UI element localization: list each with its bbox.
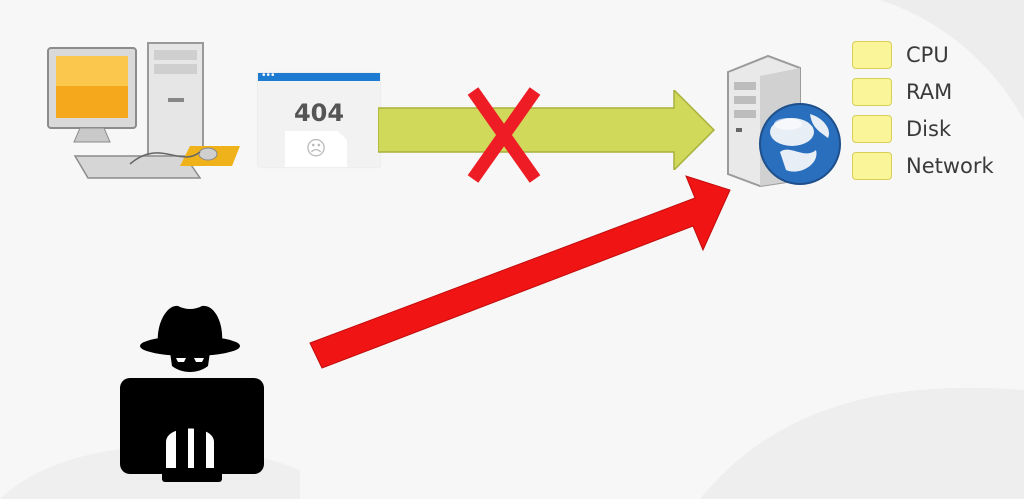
resource-box: [852, 115, 892, 143]
legitimate-request-arrow: [378, 90, 716, 170]
hacker-icon: [120, 305, 264, 482]
window-dots-icon: •••: [262, 70, 276, 81]
resource-item-disk: Disk: [852, 115, 951, 143]
desktop-computer-icon: [47, 42, 240, 179]
attack-traffic-arrow: [309, 175, 731, 369]
resource-item-ram: RAM: [852, 78, 952, 106]
resource-label: CPU: [906, 43, 949, 67]
resource-box: [852, 152, 892, 180]
web-server-icon: [727, 54, 841, 187]
resource-label: Disk: [906, 117, 952, 141]
cross-mark-icon: [467, 87, 541, 183]
error-document-icon: ☹: [285, 131, 347, 167]
error-page-window: ••• 404 ☹: [258, 70, 380, 167]
browser-title-bar: •••: [258, 70, 380, 81]
sad-face-icon: ☹: [305, 138, 327, 160]
resource-box: [852, 41, 892, 69]
error-code: 404: [293, 99, 345, 127]
resource-label: Network: [906, 154, 994, 178]
resource-box: [852, 78, 892, 106]
resource-label: RAM: [906, 80, 953, 104]
resource-item-network: Network: [852, 152, 994, 180]
resource-item-cpu: CPU: [852, 41, 949, 69]
